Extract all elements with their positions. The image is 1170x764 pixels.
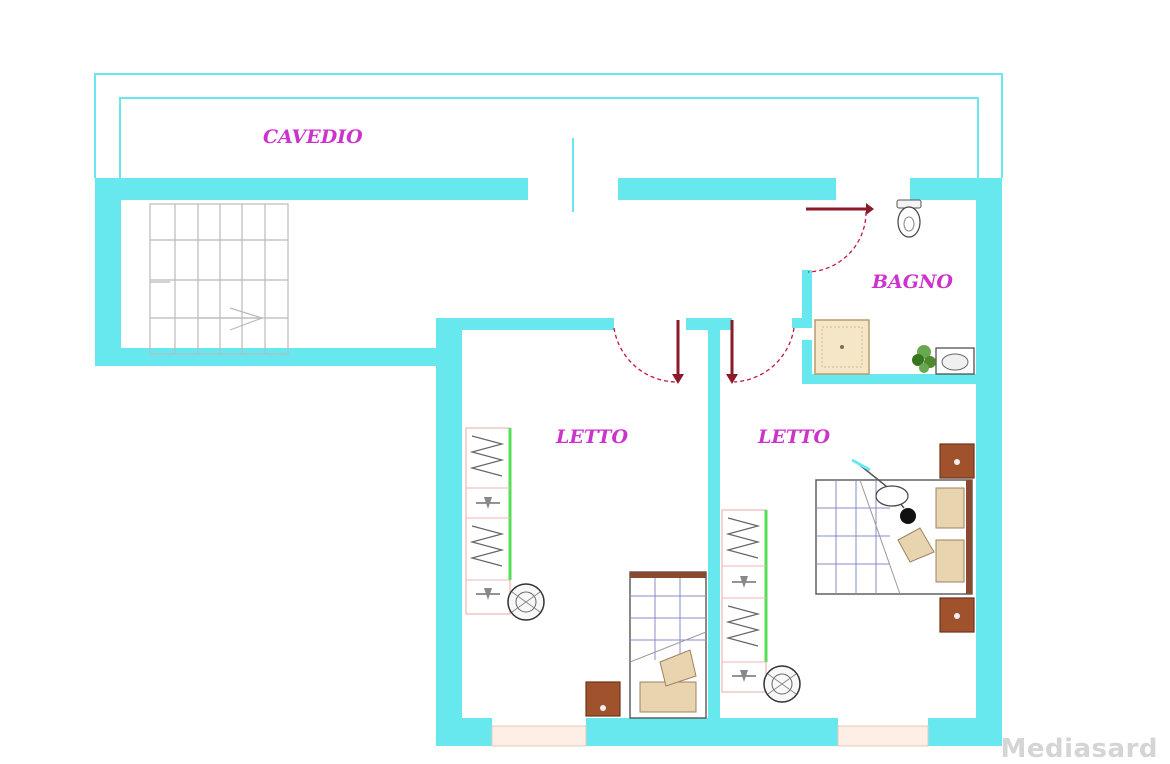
bed-icon xyxy=(629,571,707,719)
nightstand-icon xyxy=(585,681,621,717)
bathroom-door xyxy=(806,203,874,273)
bedroom-doors xyxy=(613,320,795,384)
chair-icon xyxy=(763,665,801,703)
room-label-letto-2: LETTO xyxy=(757,426,830,448)
wardrobe-icon xyxy=(465,427,512,615)
sink-icon xyxy=(935,347,975,375)
nightstand-icon xyxy=(939,443,975,633)
room-label-letto-1: LETTO xyxy=(555,426,628,448)
bed-icon xyxy=(815,479,973,595)
windows xyxy=(491,725,929,747)
room-label-cavedio: CAVEDIO xyxy=(263,126,363,148)
toilet-icon xyxy=(896,199,922,238)
walls xyxy=(95,178,1002,746)
plant-icon xyxy=(912,345,936,373)
chair-icon xyxy=(507,583,545,621)
staircase-icon xyxy=(149,203,289,355)
cavedio-outline xyxy=(94,73,1003,212)
shower-tray-icon xyxy=(814,319,870,375)
watermark: Mediasard xyxy=(1000,734,1158,764)
room-label-bagno: BAGNO xyxy=(871,271,953,293)
person-icon xyxy=(851,458,916,524)
wardrobe-icon xyxy=(721,509,768,693)
